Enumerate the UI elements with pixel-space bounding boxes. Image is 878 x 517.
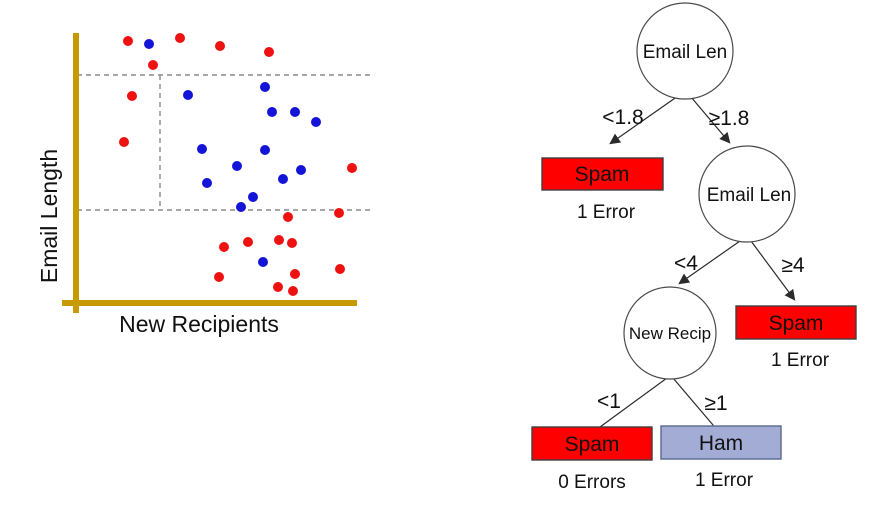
data-point-ham-blue — [248, 192, 258, 202]
edge-label-root-right: ≥1.8 — [709, 107, 750, 130]
node-new-recip-circle — [623, 286, 717, 380]
node-root-circle — [636, 2, 734, 100]
leaf-spam-1-label: Spam — [575, 163, 630, 186]
data-point-spam-red — [119, 137, 129, 147]
leaf-ham-label: Ham — [699, 432, 743, 455]
data-point-ham-blue — [278, 174, 288, 184]
data-point-spam-red — [274, 235, 284, 245]
data-point-spam-red — [334, 208, 344, 218]
data-point-ham-blue — [258, 257, 268, 267]
scatter-plot: Email Length New Recipients — [36, 33, 372, 337]
data-point-ham-blue — [236, 202, 246, 212]
data-point-spam-red — [273, 282, 283, 292]
leaf-ham-errors: 1 Error — [695, 470, 754, 491]
edge-n2-right — [750, 240, 796, 301]
data-point-spam-red — [219, 242, 229, 252]
data-point-ham-blue — [296, 165, 306, 175]
decision-tree: Email Len Email Len New Recip <1.8 ≥1.8 … — [531, 2, 857, 493]
node-new-recip-label: New Recip — [629, 324, 711, 343]
data-point-ham-blue — [290, 107, 300, 117]
data-point-ham-blue — [260, 145, 270, 155]
data-point-spam-red — [283, 212, 293, 222]
data-point-ham-blue — [311, 117, 321, 127]
edge-n2-left — [678, 240, 741, 285]
edge-label-n3-right: ≥1 — [704, 392, 727, 415]
data-point-spam-red — [215, 41, 225, 51]
data-point-spam-red — [243, 237, 253, 247]
data-point-ham-blue — [202, 178, 212, 188]
leaf-spam-1-errors: 1 Error — [577, 202, 636, 223]
node-email-len-2-label: Email Len — [707, 185, 792, 206]
node-root-label: Email Len — [643, 42, 728, 63]
data-point-spam-red — [123, 36, 133, 46]
data-point-spam-red — [288, 286, 298, 296]
data-point-spam-red — [127, 91, 137, 101]
data-point-spam-red — [347, 163, 357, 173]
data-point-ham-blue — [144, 39, 154, 49]
edge-label-n2-right: ≥4 — [781, 254, 805, 277]
data-point-ham-blue — [232, 161, 242, 171]
leaf-spam-2-errors: 1 Error — [771, 350, 830, 371]
y-axis-label: Email Length — [36, 149, 62, 283]
node-email-len-2-circle — [698, 145, 796, 243]
leaf-spam-3-label: Spam — [565, 433, 620, 456]
x-axis-label: New Recipients — [119, 311, 279, 337]
data-point-spam-red — [264, 47, 274, 57]
data-point-spam-red — [148, 60, 158, 70]
edge-root-left — [609, 95, 679, 145]
data-point-spam-red — [214, 272, 224, 282]
leaf-spam-2-box — [735, 305, 857, 340]
data-point-spam-red — [175, 33, 185, 43]
leaf-spam-3-box — [531, 426, 653, 461]
data-point-spam-red — [290, 269, 300, 279]
data-point-ham-blue — [197, 144, 207, 154]
edge-n3-left — [599, 377, 668, 428]
edge-label-n2-left: <4 — [674, 252, 698, 275]
edge-label-root-left: <1.8 — [602, 106, 643, 129]
scatter-points — [119, 33, 357, 296]
leaf-spam-3-errors: 0 Errors — [558, 472, 626, 493]
edge-root-right — [690, 96, 731, 144]
data-point-ham-blue — [183, 90, 193, 100]
data-point-ham-blue — [260, 82, 270, 92]
leaf-spam-2-label: Spam — [769, 312, 824, 335]
data-point-spam-red — [335, 264, 345, 274]
data-point-spam-red — [287, 238, 297, 248]
edge-n3-right — [672, 377, 714, 426]
data-point-ham-blue — [267, 107, 277, 117]
leaf-spam-1-box — [541, 157, 664, 191]
leaf-ham-box — [660, 425, 782, 460]
edge-label-n3-left: <1 — [597, 390, 621, 413]
